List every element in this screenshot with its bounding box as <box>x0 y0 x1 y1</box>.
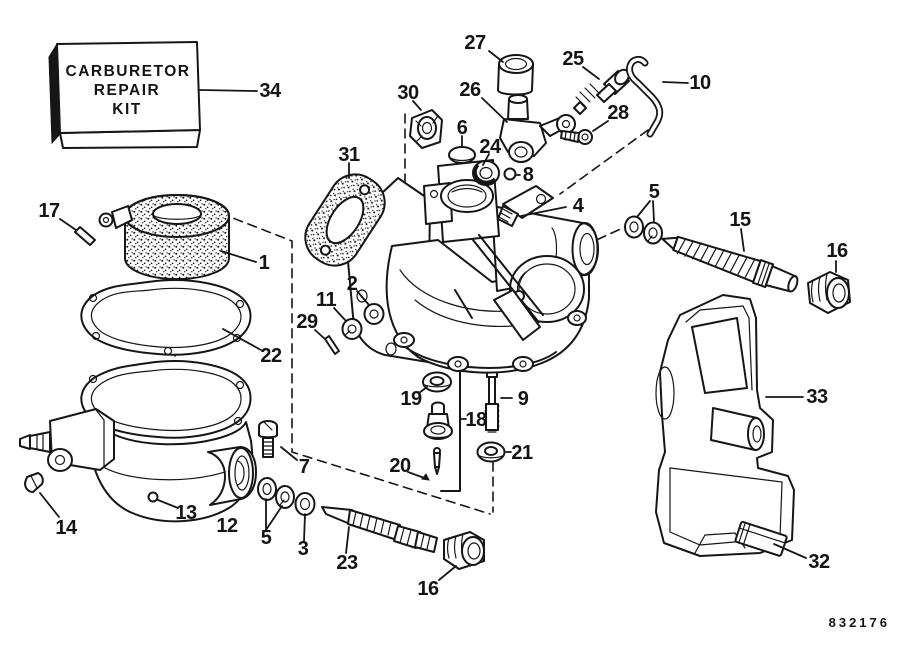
callout-33: 33 <box>806 386 828 408</box>
callout-18: 18 <box>465 409 487 431</box>
washer-part-3 <box>294 492 316 516</box>
callout-24: 24 <box>479 136 501 158</box>
drawing-number: 832176 <box>828 615 890 630</box>
drain-screw-part-7 <box>258 420 278 458</box>
callout-4: 4 <box>572 195 584 217</box>
float-part-1 <box>98 193 230 281</box>
mount-gasket-part-31 <box>304 173 386 267</box>
callout-21: 21 <box>511 442 533 464</box>
float-pin-part-17 <box>74 226 96 246</box>
plug-part-16-bottom <box>443 531 485 570</box>
callout-1: 1 <box>258 252 270 274</box>
plug-part-14 <box>24 472 44 493</box>
main-jet-part-18 <box>423 401 453 440</box>
screw-part-28 <box>560 129 593 145</box>
callout-20: 20 <box>389 455 411 477</box>
needle-valve-body-part-26 <box>499 94 576 163</box>
callout-31: 31 <box>338 144 360 166</box>
lever-part-4 <box>497 185 554 227</box>
callout-3: 3 <box>297 538 309 560</box>
callout-29: 29 <box>296 311 318 333</box>
screw-spring-part-9 <box>484 363 500 433</box>
callout-14: 14 <box>55 517 77 539</box>
washer-part-19 <box>422 371 452 393</box>
bracket-part-33 <box>655 294 795 557</box>
cap-part-27 <box>497 54 534 96</box>
callout-23: 23 <box>336 552 358 574</box>
ball-part-8 <box>503 167 517 181</box>
drain-ball-part-13 <box>147 491 159 503</box>
callout-15: 15 <box>729 209 751 231</box>
washers-part-5-right <box>624 215 663 245</box>
callout-2: 2 <box>346 273 358 295</box>
repair-kit-box: CARBURETOR REPAIR KIT <box>48 41 201 149</box>
callout-7: 7 <box>298 456 310 478</box>
link-rod-part-10 <box>626 55 664 138</box>
bowl-gasket-part-22 <box>80 279 252 356</box>
screw-part-25 <box>573 68 630 115</box>
callout-17: 17 <box>38 200 60 222</box>
callout-19: 19 <box>400 388 422 410</box>
kit-box-line3: KIT <box>112 101 141 118</box>
callout-11: 11 <box>315 289 337 311</box>
callout-8: 8 <box>522 164 534 186</box>
lock-washer-part-11 <box>341 318 363 340</box>
washer-part-21 <box>476 441 506 463</box>
callout-25: 25 <box>562 48 584 70</box>
kit-box-line2: REPAIR <box>94 82 160 99</box>
callout-28: 28 <box>607 102 629 124</box>
callout-leader-lines <box>39 50 837 581</box>
nut-part-30 <box>409 109 443 149</box>
carburetor-body <box>347 159 599 374</box>
strip-part-32 <box>734 520 788 557</box>
float-bowl-part-12 <box>19 360 257 523</box>
callout-10: 10 <box>689 72 711 94</box>
high-speed-needle-part-15 <box>661 235 799 293</box>
callout-27: 27 <box>464 32 486 54</box>
callout-6: 6 <box>456 117 468 139</box>
callout-5: 5 <box>260 527 272 549</box>
callout-16: 16 <box>417 578 439 600</box>
diaphragm-disc-part-6 <box>448 146 476 164</box>
callout-22: 22 <box>260 345 282 367</box>
pin-part-29 <box>324 335 340 355</box>
washers-part-5-bottom <box>257 477 295 509</box>
callout-32: 32 <box>808 551 830 573</box>
callout-26: 26 <box>459 79 481 101</box>
seal-washer-part-24 <box>472 160 500 186</box>
callout-12: 12 <box>216 515 238 537</box>
idle-needle-part-23 <box>321 506 438 553</box>
plug-part-16-right <box>807 271 851 314</box>
callout-9: 9 <box>517 388 529 410</box>
callout-34: 34 <box>259 80 281 102</box>
callout-5: 5 <box>648 181 660 203</box>
callout-16: 16 <box>826 240 848 262</box>
callout-13: 13 <box>175 502 197 524</box>
washer-part-2 <box>363 303 385 325</box>
kit-box-line1: CARBURETOR <box>66 63 191 80</box>
needle-valve-part-20 <box>433 447 441 475</box>
callout-30: 30 <box>397 82 419 104</box>
